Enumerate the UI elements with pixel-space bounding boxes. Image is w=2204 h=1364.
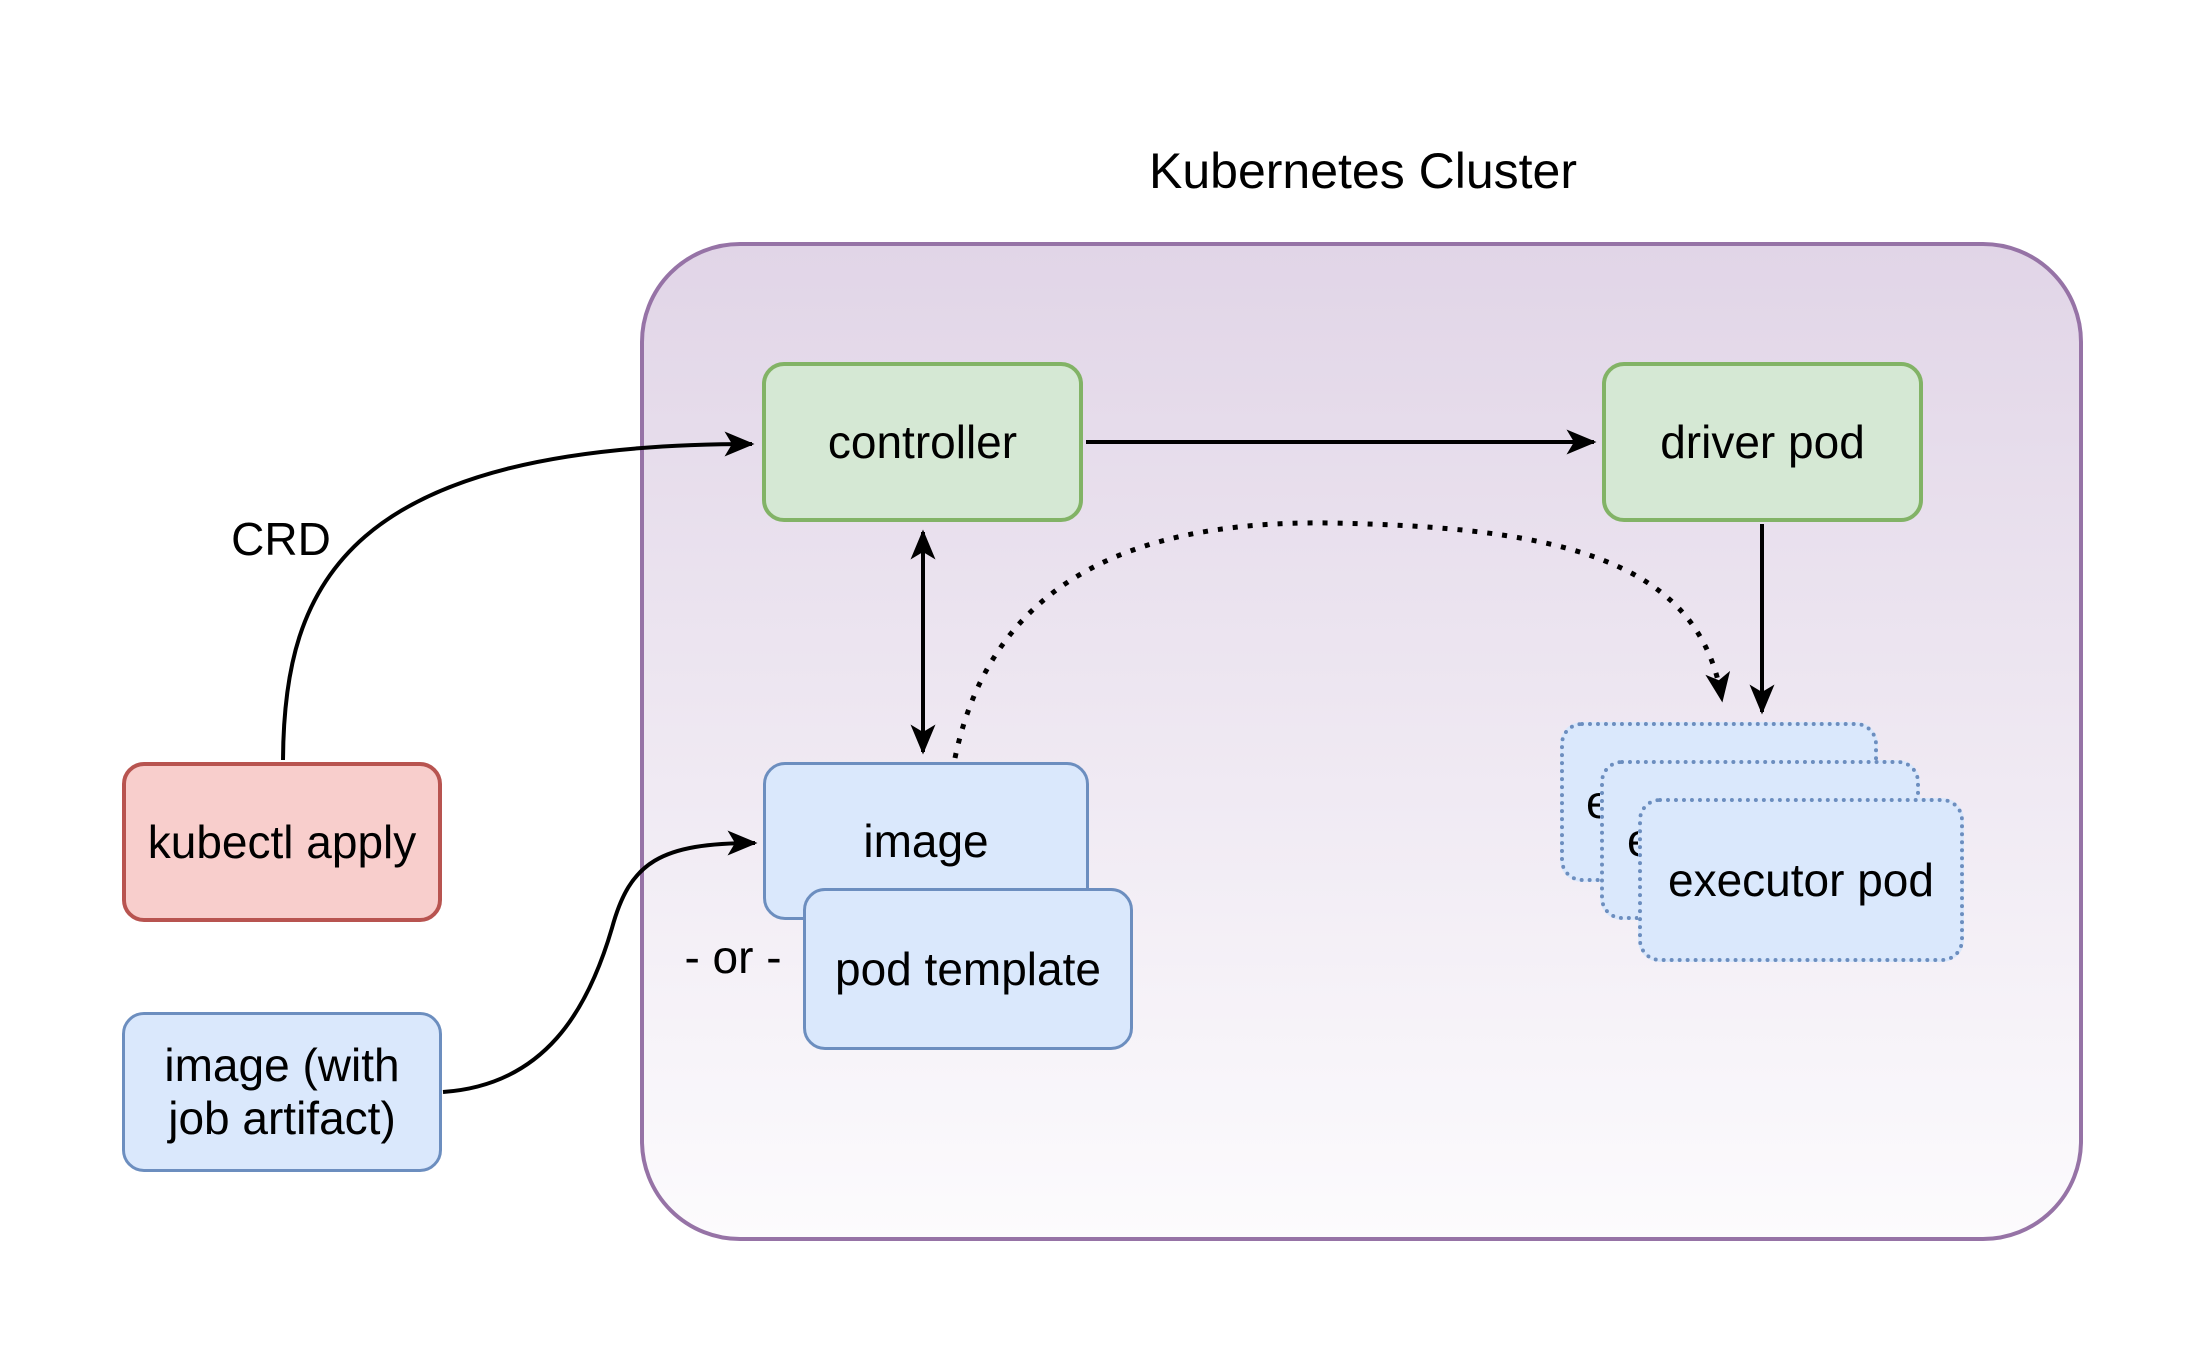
edge-artifact-to-image: [442, 830, 758, 1094]
image-label: image: [863, 814, 989, 867]
node-pod-template: pod template: [803, 888, 1133, 1050]
driver-pod-label: driver pod: [1660, 415, 1865, 468]
node-driver-pod: driver pod: [1602, 362, 1923, 522]
diagram-title: Kubernetes Cluster: [1148, 143, 1577, 199]
or-edge-label: - or -: [684, 931, 782, 983]
controller-label: controller: [827, 415, 1018, 468]
crd-edge-label: CRD: [231, 513, 331, 565]
edge-kubectl-to-controller: [281, 431, 755, 761]
image-with-job-artifact-label: image (with job artifact): [164, 1039, 400, 1144]
executor-pod-label: executor pod: [1668, 853, 1934, 906]
node-executor-pod-1: executor pod: [1638, 798, 1964, 962]
pod-template-label: pod template: [835, 942, 1101, 995]
node-controller: controller: [762, 362, 1083, 522]
kubectl-apply-label: kubectl apply: [147, 815, 417, 868]
node-image-with-job-artifact: image (with job artifact): [122, 1012, 442, 1172]
node-kubectl-apply: kubectl apply: [122, 762, 442, 922]
